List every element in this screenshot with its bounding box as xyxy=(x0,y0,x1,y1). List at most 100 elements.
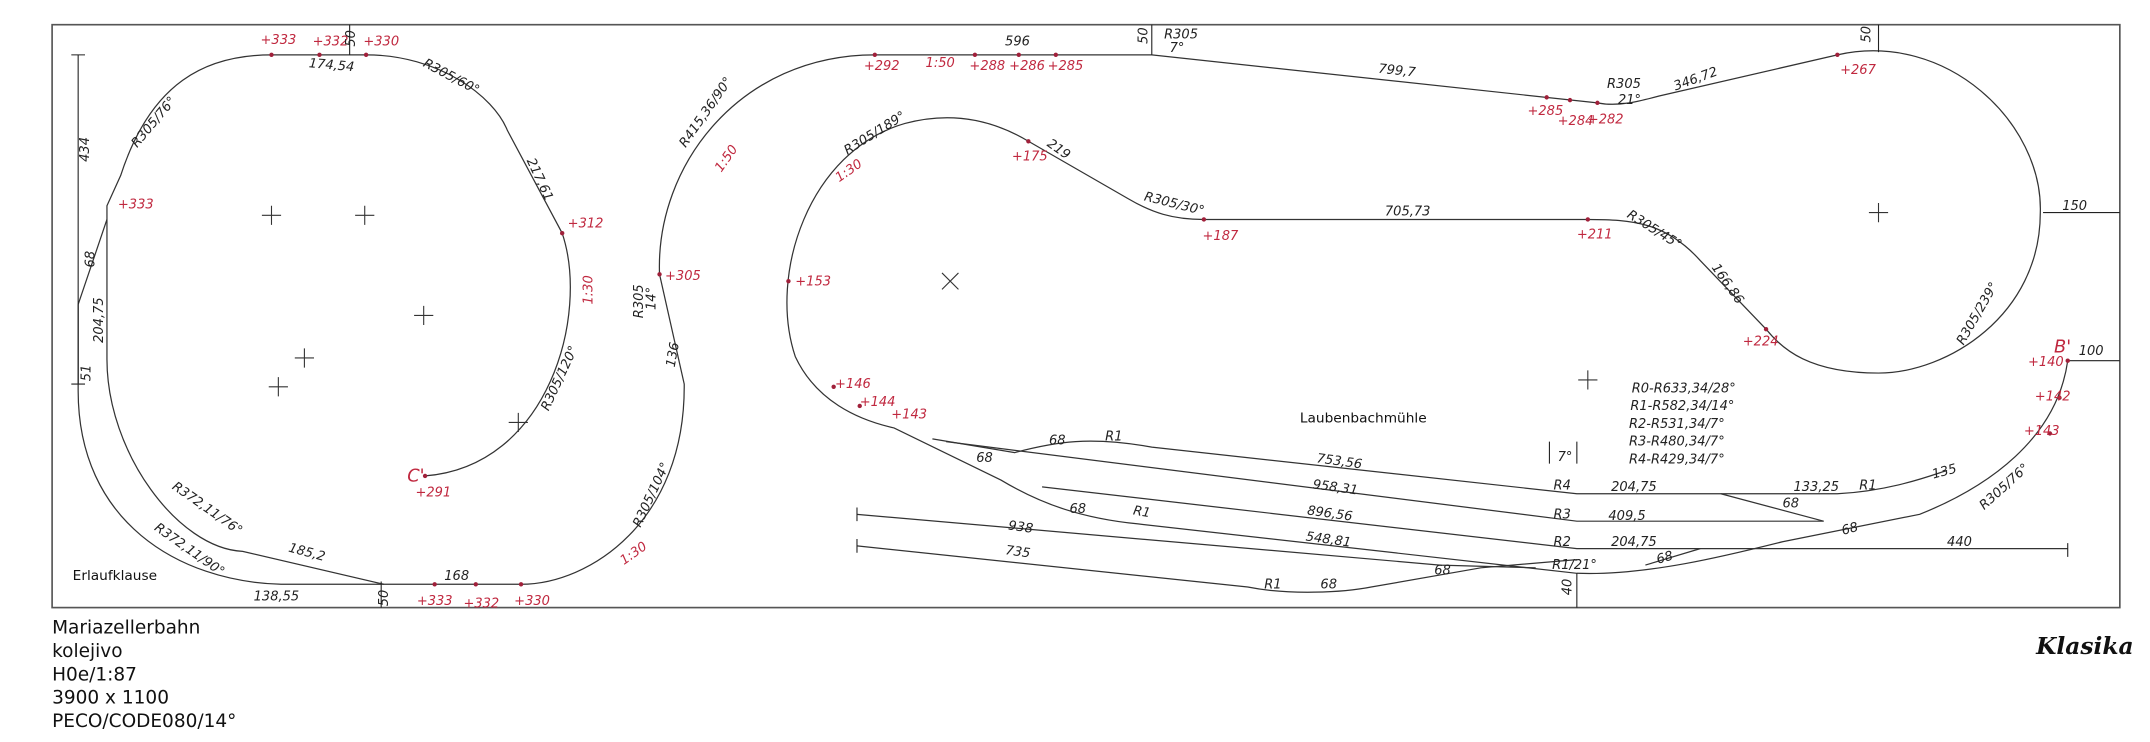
dimension-label: 135 xyxy=(1931,462,1959,483)
dimension-label: R305/45° xyxy=(1624,207,1684,252)
dimension-label: 896,56 xyxy=(1306,503,1353,524)
dimension-label: 958,31 xyxy=(1312,477,1359,498)
elevation-label: +332 xyxy=(313,34,349,49)
plan-info: Mariazellerbahn kolejivo H0e/1:87 3900 x… xyxy=(52,618,236,732)
height-marker-dot xyxy=(317,52,322,58)
dimension-label: 50 xyxy=(377,590,392,607)
main-track xyxy=(77,50,2069,585)
height-markers xyxy=(269,52,2070,587)
dimension-label: 166,86 xyxy=(1708,261,1746,307)
info-line: 3900 x 1100 xyxy=(52,688,169,709)
dimension-label: 434 xyxy=(78,137,93,162)
height-marker-dot xyxy=(363,52,369,58)
dimension-label: 409,5 xyxy=(1608,509,1645,524)
dimension-label: 14° xyxy=(644,287,659,310)
height-marker-dot xyxy=(831,384,836,389)
dimension-label: R1 xyxy=(1132,503,1152,521)
elevation-label: +292 xyxy=(864,59,900,74)
elevation-label: +312 xyxy=(568,217,604,232)
dimension-label: 133,25 xyxy=(1793,480,1839,495)
dimension-label: 217,61 xyxy=(523,156,556,204)
station-track-r4 xyxy=(932,438,1948,495)
dimension-label: 50 xyxy=(1859,26,1874,43)
elevation-label: +333 xyxy=(118,197,154,212)
curve-centers xyxy=(261,202,1889,433)
dimension-label: R305/76° xyxy=(1977,461,2033,513)
elevation-label: +286 xyxy=(1009,59,1045,74)
height-marker-dot xyxy=(269,52,274,58)
dimension-label: 7° xyxy=(1558,450,1573,465)
center-cross-icon xyxy=(268,377,288,397)
dimension-label: 7° xyxy=(1170,41,1185,56)
dimension-label: 40 xyxy=(1560,579,1575,596)
dimension-label: R305 xyxy=(1164,27,1198,42)
height-marker-dot xyxy=(2057,395,2062,400)
station-crossover xyxy=(1720,493,1824,522)
info-line: PECO/CODE080/14° xyxy=(52,711,236,732)
inner-loop-track xyxy=(106,54,571,585)
center-cross-icon xyxy=(1578,370,1598,390)
dimension-label: 204,75 xyxy=(1611,535,1657,550)
elevation-label: +144 xyxy=(860,395,896,410)
height-marker-dot xyxy=(2065,358,2070,363)
dimension-label: 548,81 xyxy=(1305,529,1352,550)
dimension-label: R3 xyxy=(1554,507,1571,522)
height-marker-dot xyxy=(872,52,878,58)
dimension-label: 799,7 xyxy=(1378,62,1417,81)
elevation-label: 1:50 xyxy=(926,56,955,71)
elevation-label: +333 xyxy=(417,594,453,609)
height-marker-dot xyxy=(1567,97,1573,103)
dimension-label: R305/104° xyxy=(630,460,673,529)
siding-735 xyxy=(856,545,1577,593)
elevation-label: 1:30 xyxy=(618,539,651,568)
center-cross-icon xyxy=(261,205,282,225)
center-cross-icon xyxy=(355,205,375,225)
radius-legend: R0-R633,34/28° R1-R582,34/14° R2-R531,34… xyxy=(1629,381,1736,467)
height-marker-dot xyxy=(657,272,662,277)
elevation-label: +187 xyxy=(1203,229,1239,244)
siding-938 xyxy=(856,513,1536,569)
elevation-label: +146 xyxy=(835,377,871,392)
elevation-label: +330 xyxy=(514,594,550,609)
elevation-label: +285 xyxy=(1527,104,1563,119)
elevation-label: +285 xyxy=(1048,59,1084,74)
legend-line: R1-R582,34/14° xyxy=(1630,399,1734,414)
dimension-label: 938 xyxy=(1007,519,1034,537)
height-marker-dot xyxy=(432,582,437,587)
elevation-label: B' xyxy=(2054,336,2071,357)
dimension-label: R372,11/76° xyxy=(169,479,245,538)
dimension-label: R305 xyxy=(1607,77,1641,92)
center-cross-icon xyxy=(1868,202,1889,223)
elevation-label: 1:30 xyxy=(833,157,866,186)
dimension-label: 68 xyxy=(1434,564,1451,579)
dimension-label: 440 xyxy=(1947,535,1972,550)
info-line: kolejivo xyxy=(52,641,122,662)
height-marker-dot xyxy=(1585,217,1591,222)
dimension-label: R1 xyxy=(1105,429,1122,444)
center-cross-icon xyxy=(508,412,528,433)
elevation-label: +282 xyxy=(1588,112,1624,127)
height-marker-dot xyxy=(518,582,524,587)
elevation-label: 1:50 xyxy=(712,143,741,176)
dimension-label: R305/60° xyxy=(420,56,481,98)
height-marker-dot xyxy=(972,52,978,58)
dimension-label: R1 xyxy=(1264,577,1281,592)
dimension-label: R415,36/90° xyxy=(677,75,736,151)
center-cross-icon xyxy=(941,272,959,290)
elevation-label: +330 xyxy=(363,34,399,49)
height-marker-dot xyxy=(1835,52,1840,58)
elevation-label: +284 xyxy=(1558,114,1594,129)
elevation-label: +332 xyxy=(463,597,499,612)
dimension-label: 50 xyxy=(1137,27,1152,44)
height-marker-dot xyxy=(2047,431,2053,436)
height-marker-dot xyxy=(559,230,565,236)
dimension-label: 21° xyxy=(1618,93,1641,108)
center-cross-icon xyxy=(414,305,434,326)
dimension-label: 138,55 xyxy=(254,590,300,605)
height-marker-dot xyxy=(786,278,791,284)
elevation-label: +305 xyxy=(665,269,701,284)
dimension-label: 753,56 xyxy=(1316,451,1363,472)
dimension-label: 68 xyxy=(976,451,993,466)
station-erlaufklause: Erlaufklause xyxy=(73,568,157,584)
legend-line: R3-R480,34/7° xyxy=(1629,435,1725,450)
